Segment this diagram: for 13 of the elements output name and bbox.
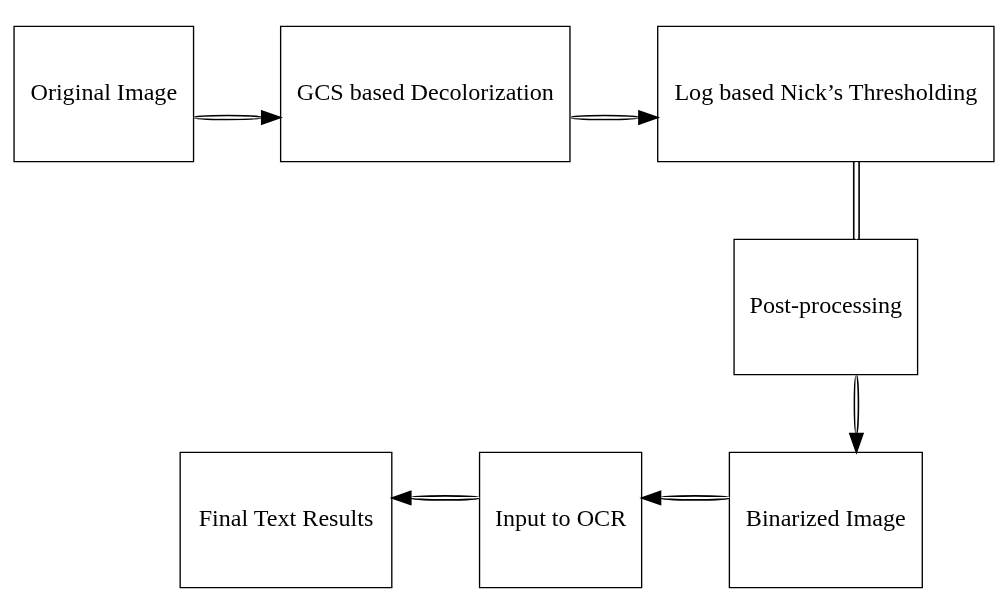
arrow [192,109,283,126]
node-box: Binarized Image [728,451,923,589]
node-box: Log based Nick’s Thresholding [657,25,995,163]
node-box: Post-processing [733,238,919,376]
arrow [639,490,731,506]
node-box: Final Text Results [179,451,393,589]
connector [852,161,860,241]
node-box: Input to OCR [478,451,643,589]
arrow [569,109,661,126]
node-box: Original Image [13,25,195,163]
node-box: GCS based Decolorization [279,25,571,163]
arrow [389,490,481,506]
arrow [848,374,865,455]
